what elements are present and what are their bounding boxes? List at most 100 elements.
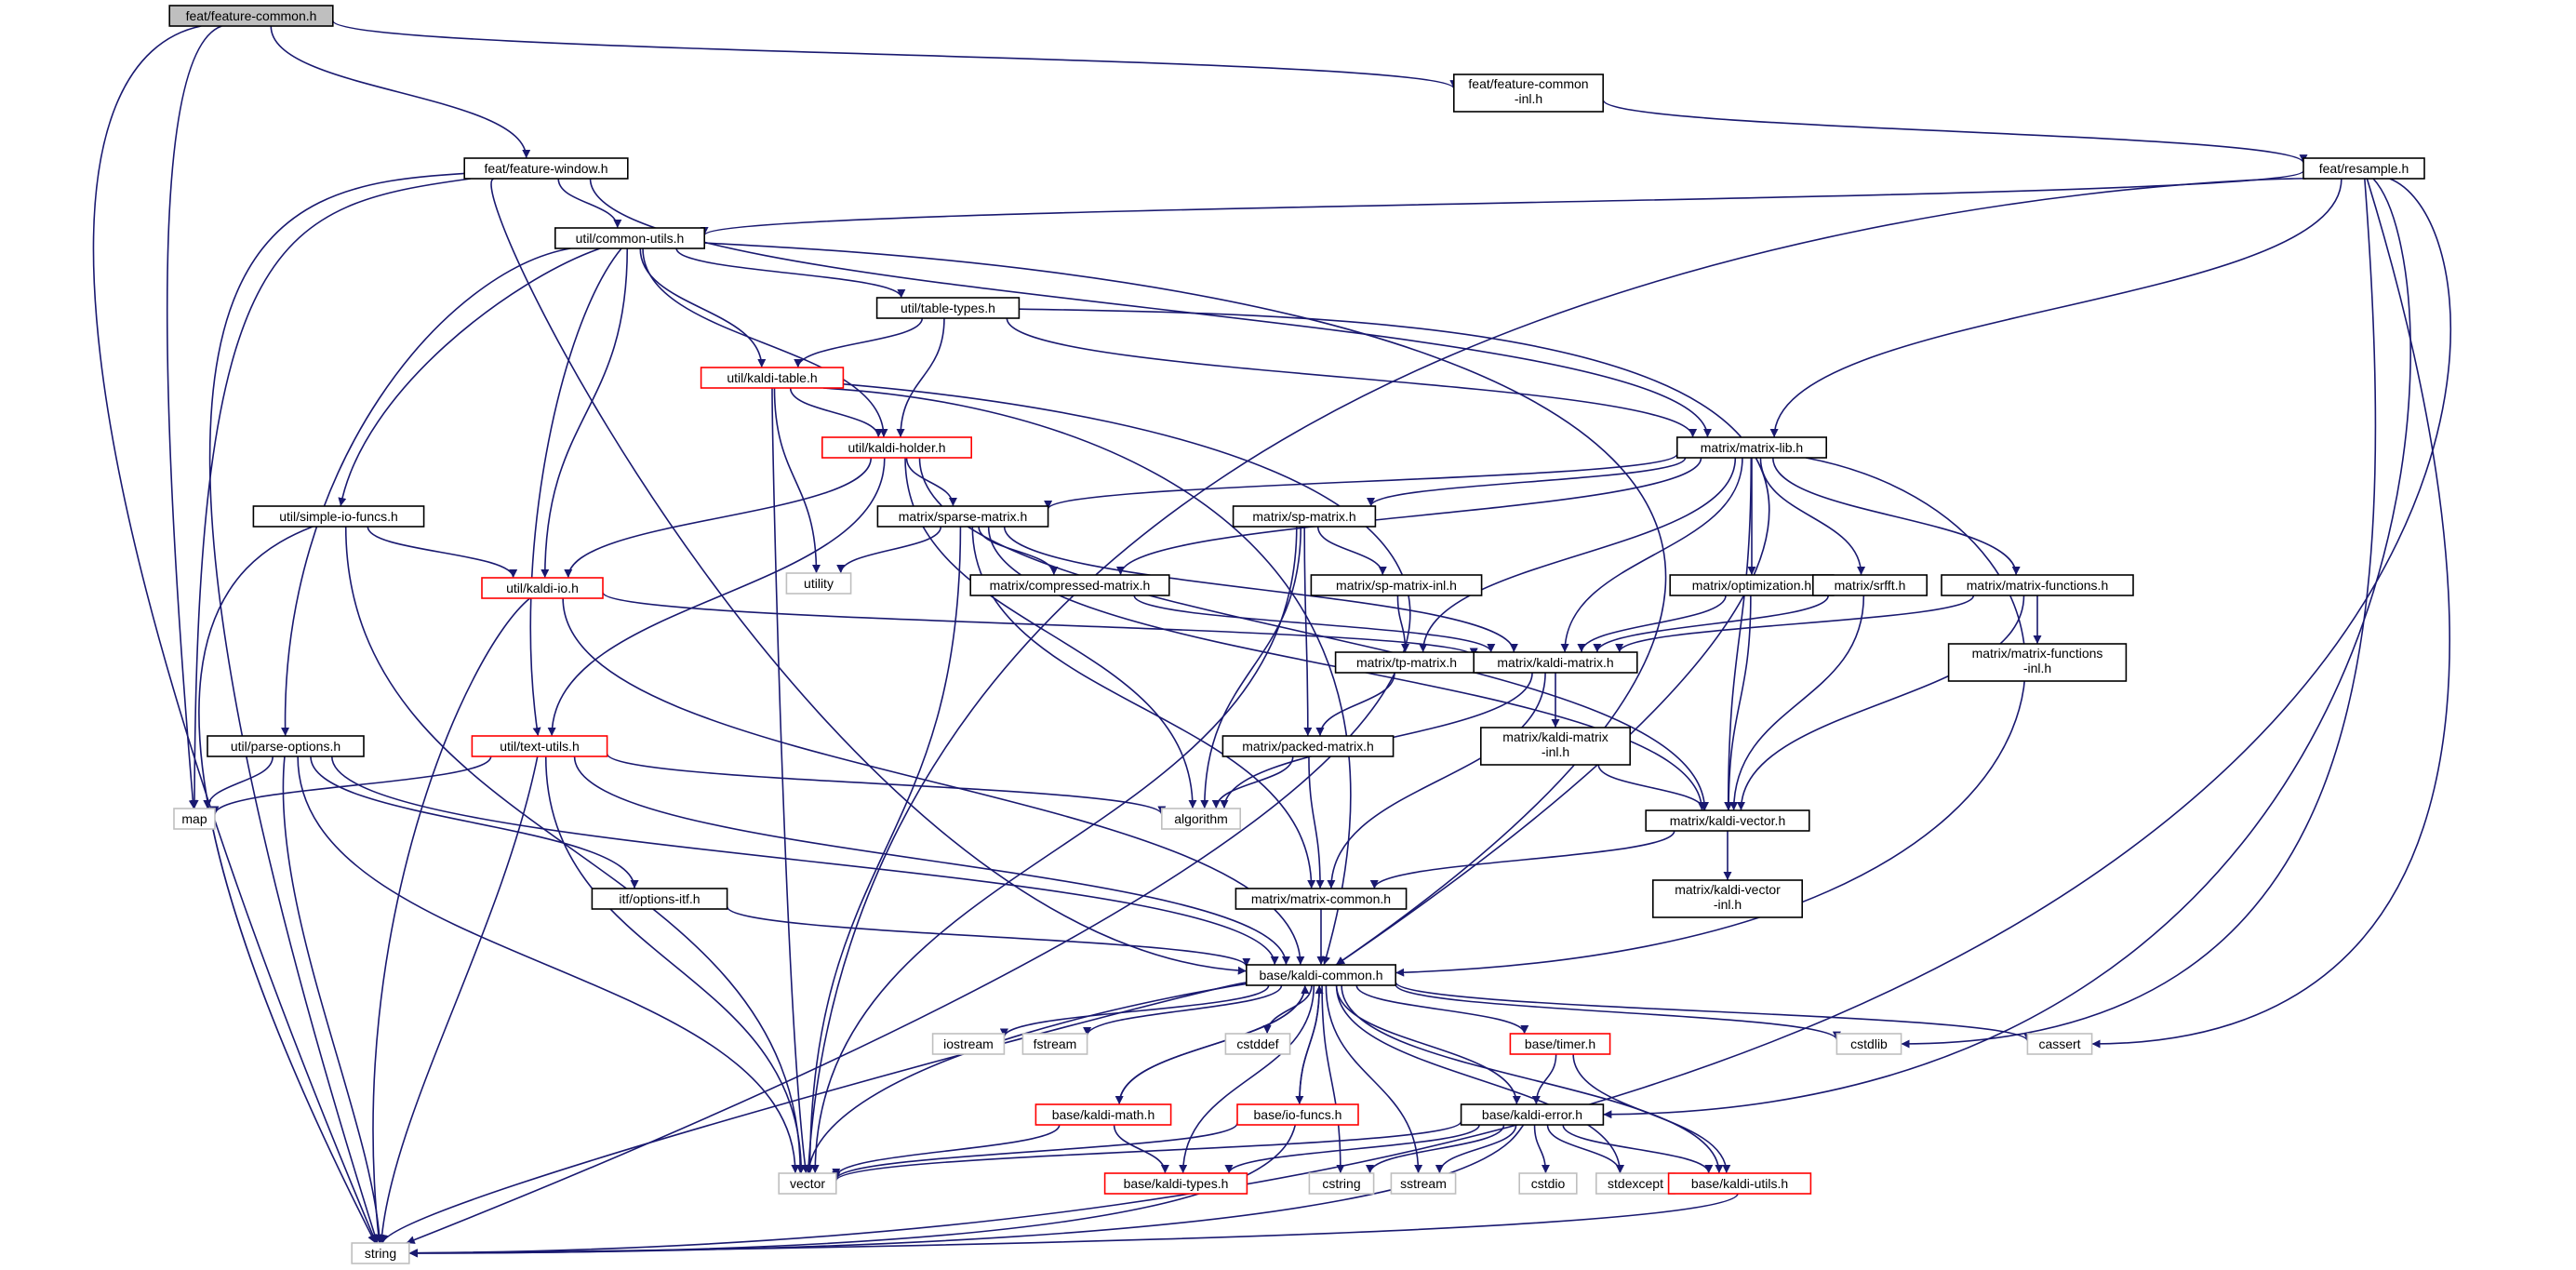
edge-feature-window-to-string — [208, 172, 465, 1244]
node-kaldi-matrix[interactable]: matrix/kaldi-matrix.h — [1473, 651, 1638, 674]
node-matrix-functions-inl[interactable]: matrix/matrix-functions-inl.h — [1947, 643, 2128, 682]
node-feature-window[interactable]: feat/feature-window.h — [463, 157, 629, 180]
edge-kaldi-common-to-iostream — [999, 984, 1270, 1037]
node-label: itf/options-itf.h — [619, 891, 700, 906]
node-kaldi-common[interactable]: base/kaldi-common.h — [1246, 964, 1397, 986]
edge-common-utils-to-kaldi-holder — [642, 247, 888, 438]
node-common-utils[interactable]: util/common-utils.h — [554, 227, 705, 249]
edge-parse-options-to-kaldi-common — [330, 755, 1279, 966]
node-simple-io-funcs[interactable]: util/simple-io-funcs.h — [252, 505, 425, 528]
edge-matrix-lib-to-sparse-matrix — [1044, 453, 1678, 510]
node-timer[interactable]: base/timer.h — [1509, 1033, 1611, 1055]
node-sp-matrix[interactable]: matrix/sp-matrix.h — [1232, 505, 1377, 528]
node-label: util/table-types.h — [901, 301, 995, 315]
edge-kaldi-common-to-cstring — [1321, 984, 1345, 1174]
node-box-io-funcs — [1236, 1103, 1359, 1126]
node-srfft[interactable]: matrix/srfft.h — [1812, 574, 1929, 596]
node-label: matrix/sparse-matrix.h — [899, 509, 1027, 524]
edge-matrix-lib-to-srfft — [1759, 457, 1866, 576]
node-parse-options[interactable]: util/parse-options.h — [207, 735, 365, 757]
node-kaldi-table[interactable]: util/kaldi-table.h — [700, 367, 845, 389]
node-packed-matrix[interactable]: matrix/packed-matrix.h — [1221, 735, 1395, 757]
node-box-feature-common — [168, 5, 334, 27]
node-table-types[interactable]: util/table-types.h — [875, 297, 1021, 319]
edge-kaldi-matrix-to-matrix-common — [1327, 672, 1546, 889]
edge-matrix-lib-to-compressed-matrix — [1116, 457, 1702, 576]
node-label: string — [365, 1246, 396, 1261]
node-sp-matrix-inl[interactable]: matrix/sp-matrix-inl.h — [1310, 574, 1483, 596]
node-compressed-matrix[interactable]: matrix/compressed-matrix.h — [969, 574, 1170, 596]
node-kaldi-matrix-inl[interactable]: matrix/kaldi-matrix-inl.h — [1480, 727, 1632, 766]
edge-text-utils-to-string — [378, 755, 539, 1244]
node-kaldi-math[interactable]: base/kaldi-math.h — [1034, 1103, 1172, 1126]
node-label: base/kaldi-common.h — [1259, 968, 1382, 983]
edge-simple-io-funcs-to-vector — [344, 526, 805, 1174]
node-label: matrix/srfft.h — [1835, 578, 1906, 593]
edge-feature-common-to-string — [92, 25, 378, 1244]
node-kaldi-types[interactable]: base/kaldi-types.h — [1103, 1172, 1248, 1195]
node-resample[interactable]: feat/resample.h — [2302, 157, 2425, 180]
edge-kaldi-table-to-string — [406, 382, 1411, 1244]
edge-matrix-lib-to-matrix-functions — [1772, 457, 2021, 576]
edge-io-funcs-to-kaldi-common — [1299, 984, 1324, 1105]
node-box-vector — [778, 1172, 837, 1195]
node-matrix-lib[interactable]: matrix/matrix-lib.h — [1676, 436, 1828, 459]
node-feature-common[interactable]: feat/feature-common.h — [168, 5, 334, 27]
edge-common-utils-to-parse-options — [281, 247, 571, 737]
node-label: feat/feature-window.h — [484, 161, 607, 176]
node-label: algorithm — [1174, 811, 1228, 826]
node-label: matrix/kaldi-vector — [1675, 882, 1781, 897]
node-sstream: sstream — [1390, 1172, 1457, 1195]
edge-optimization-to-kaldi-matrix — [1577, 595, 1727, 653]
edge-kaldi-table-to-vector — [771, 387, 809, 1174]
node-optimization[interactable]: matrix/optimization.h — [1669, 574, 1835, 596]
edge-kaldi-matrix-inl-to-kaldi-vector — [1597, 764, 1709, 811]
node-options-itf[interactable]: itf/options-itf.h — [591, 888, 728, 910]
node-box-timer — [1509, 1033, 1611, 1055]
edge-kaldi-error-to-cstdio — [1533, 1124, 1550, 1174]
node-text-utils[interactable]: util/text-utils.h — [471, 735, 608, 757]
node-label: cstdlib — [1850, 1036, 1888, 1051]
edge-feature-common-to-feature-common-inl — [332, 20, 1458, 89]
edge-matrix-lib-to-kaldi-common — [1395, 457, 2026, 977]
node-box-kaldi-error — [1460, 1103, 1605, 1126]
edge-kaldi-error-to-cstring — [1366, 1124, 1505, 1174]
node-label: -inl.h — [2023, 661, 2051, 675]
node-kaldi-io[interactable]: util/kaldi-io.h — [481, 577, 604, 599]
node-box-cstdio — [1518, 1172, 1578, 1195]
node-feature-common-inl[interactable]: feat/feature-common-inl.h — [1453, 74, 1605, 113]
node-sparse-matrix[interactable]: matrix/sparse-matrix.h — [876, 505, 1049, 528]
node-kaldi-vector-inl[interactable]: matrix/kaldi-vector-inl.h — [1652, 879, 1804, 918]
edge-io-funcs-to-vector — [832, 1122, 1238, 1181]
node-box-table-types — [875, 297, 1021, 319]
node-cstddef: cstddef — [1224, 1033, 1291, 1055]
node-kaldi-holder[interactable]: util/kaldi-holder.h — [821, 436, 972, 459]
node-kaldi-utils[interactable]: base/kaldi-utils.h — [1667, 1172, 1812, 1195]
edge-packed-matrix-to-matrix-common — [1308, 755, 1325, 889]
edge-parse-options-to-options-itf — [310, 755, 639, 889]
node-matrix-functions[interactable]: matrix/matrix-functions.h — [1941, 574, 2134, 596]
node-label: matrix/matrix-common.h — [1251, 891, 1391, 906]
node-label: util/kaldi-table.h — [727, 370, 817, 385]
edge-text-utils-to-algorithm — [606, 753, 1167, 815]
node-label: utility — [804, 576, 834, 591]
node-tp-matrix[interactable]: matrix/tp-matrix.h — [1334, 651, 1479, 674]
node-vector: vector — [778, 1172, 837, 1195]
node-kaldi-error[interactable]: base/kaldi-error.h — [1460, 1103, 1605, 1126]
node-label: sstream — [1400, 1176, 1447, 1191]
node-label: fstream — [1034, 1036, 1077, 1051]
node-box-kaldi-matrix — [1473, 651, 1638, 674]
edge-sparse-matrix-to-vector — [806, 526, 962, 1174]
node-box-kaldi-utils — [1667, 1172, 1812, 1195]
node-label: matrix/kaldi-matrix — [1502, 729, 1608, 744]
edge-timer-to-kaldi-utils — [1572, 1053, 1731, 1174]
node-cstdio: cstdio — [1518, 1172, 1578, 1195]
edge-kaldi-common-to-stdexcept — [1335, 984, 1624, 1174]
node-fstream: fstream — [1021, 1033, 1088, 1055]
node-io-funcs[interactable]: base/io-funcs.h — [1236, 1103, 1359, 1126]
edge-simple-io-funcs-to-string — [198, 526, 377, 1244]
node-kaldi-vector[interactable]: matrix/kaldi-vector.h — [1645, 809, 1810, 832]
node-matrix-common[interactable]: matrix/matrix-common.h — [1235, 888, 1408, 910]
edge-matrix-lib-to-kaldi-vector — [1724, 457, 1753, 811]
